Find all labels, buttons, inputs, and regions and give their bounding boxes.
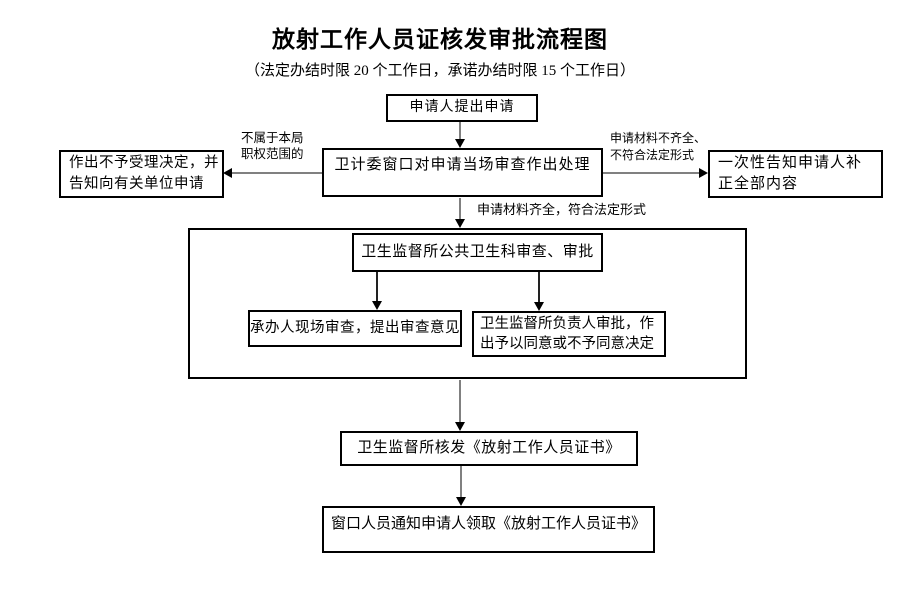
label-out-of-jurisdiction: 不属于本局 职权范围的	[241, 131, 304, 161]
connector-apply-to-window-arrowhead-icon	[455, 139, 465, 148]
connector-apply-to-window-line	[459, 122, 461, 140]
page-title: 放射工作人员证核发审批流程图	[272, 27, 608, 52]
node-applicant-apply: 申请人提出申请	[386, 94, 538, 122]
connector-window-to-container-arrowhead-icon	[455, 219, 465, 228]
node-site-review: 承办人现场审查，提出审查意见	[248, 310, 462, 347]
node-dept-review: 卫生监督所公共卫生科审查、审批	[352, 233, 603, 272]
node-issue-certificate: 卫生监督所核发《放射工作人员证书》	[340, 431, 638, 466]
connector-dept-to-leader-arrowhead-icon	[534, 302, 544, 311]
connector-dept-to-leader-line	[538, 272, 540, 302]
connector-issue-to-pickup-line	[460, 466, 462, 497]
node-pickup-notice: 窗口人员通知申请人领取《放射工作人员证书》	[322, 506, 655, 553]
connector-window-to-reject-arrowhead-icon	[223, 168, 232, 178]
connector-window-to-reject-line	[231, 172, 322, 174]
connector-window-to-supplement-line	[603, 172, 700, 174]
connector-dept-to-site-line	[376, 272, 378, 301]
connector-container-to-issue-arrowhead-icon	[455, 422, 465, 431]
connector-container-to-issue-line	[459, 380, 461, 422]
node-leader-decision: 卫生监督所负责人审批，作 出予以同意或不予同意决定	[472, 311, 666, 357]
node-window-review: 卫计委窗口对申请当场审查作出处理	[322, 148, 603, 197]
label-materials-incomplete: 申请材料不齐全、 不符合法定形式	[610, 131, 707, 162]
node-supplement-notice: 一次性告知申请人补 正全部内容	[708, 150, 883, 198]
connector-dept-to-site-arrowhead-icon	[372, 301, 382, 310]
connector-issue-to-pickup-arrowhead-icon	[456, 497, 466, 506]
page-subtitle: （法定办结时限 20 个工作日，承诺办结时限 15 个工作日）	[244, 63, 635, 79]
connector-window-to-supplement-arrowhead-icon	[699, 168, 708, 178]
label-materials-complete: 申请材料齐全，符合法定形式	[477, 202, 647, 217]
node-reject-notice: 作出不予受理决定，并 告知向有关单位申请	[59, 150, 224, 198]
connector-window-to-container-line	[459, 198, 461, 219]
